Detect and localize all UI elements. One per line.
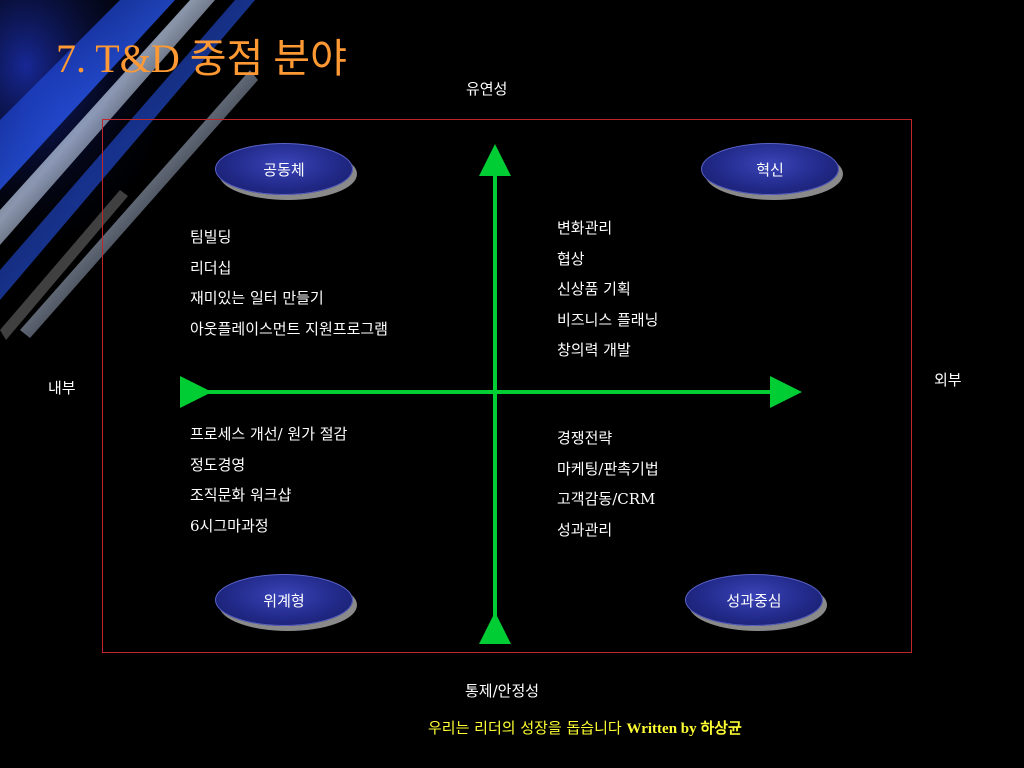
list-item: 경쟁전략 (557, 429, 613, 447)
quadrant-pill-community: 공동체 (215, 143, 353, 195)
list-item: 성과관리 (557, 520, 613, 539)
quadrant-pill-innovation: 혁신 (701, 143, 839, 195)
list-item: 비즈니스 플래닝 (557, 310, 659, 329)
list-item: 마케팅/판촉기법 (557, 459, 659, 478)
quadrant-pill-hierarchy: 위계형 (215, 574, 353, 626)
list-item: 협상 (557, 249, 585, 268)
list-item: 팀빌딩 (190, 228, 232, 246)
list-item: 신상품 기획 (557, 280, 631, 298)
list-item: 변화관리 (557, 219, 613, 237)
quadrant-frame (102, 119, 912, 653)
slide-footer: 우리는 리더의 성장을 돕습니다 Written by 하상균 (428, 717, 742, 738)
axis-label-bottom: 통제/안정성 (465, 682, 540, 700)
cross-arrows (180, 144, 802, 644)
axis-label-left: 내부 (48, 379, 76, 397)
list-item: 고객감동/CRM (557, 490, 656, 508)
list-top-left: 팀빌딩 리더십 재미있는 일터 만들기 아웃플레이스먼트 지원프로그램 (190, 222, 388, 344)
list-item: 재미있는 일터 만들기 (190, 289, 324, 307)
axis-label-top: 유연성 (466, 80, 508, 98)
list-top-right: 변화관리 협상 신상품 기획 비즈니스 플래닝 창의력 개발 (557, 213, 658, 366)
list-item: 6시그마과정 (190, 516, 269, 535)
list-item: 창의력 개발 (557, 341, 631, 359)
list-item: 아웃플레이스먼트 지원프로그램 (190, 319, 388, 338)
list-item: 프로세스 개선/ 원가 절감 (190, 425, 348, 443)
slide-title: 7. T&D 중점 분야 (56, 36, 347, 81)
list-item: 조직문화 워크샵 (190, 486, 292, 504)
footer-slogan: 우리는 리더의 성장을 돕습니다 (428, 719, 622, 737)
list-bottom-right: 경쟁전략 마케팅/판촉기법 고객감동/CRM 성과관리 (557, 423, 659, 545)
list-item: 리더십 (190, 258, 232, 277)
list-item: 정도경영 (190, 455, 246, 474)
quadrant-pill-performance: 성과중심 (685, 574, 823, 626)
list-bottom-left: 프로세스 개선/ 원가 절감 정도경영 조직문화 워크샵 6시그마과정 (190, 419, 347, 541)
footer-author: Written by 하상균 (626, 721, 742, 737)
axis-label-right: 외부 (934, 371, 962, 389)
